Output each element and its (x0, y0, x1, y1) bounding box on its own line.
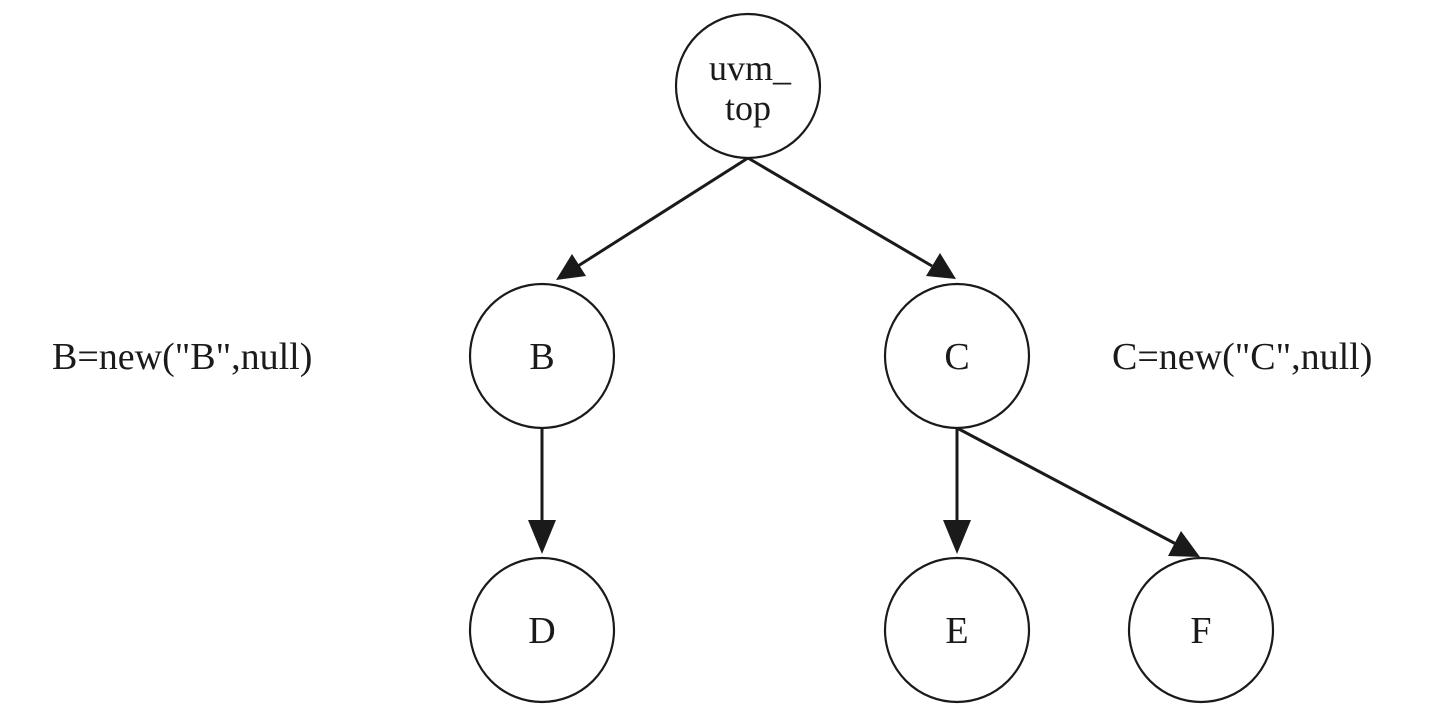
node-uvm-top: uvm_ top (674, 12, 822, 160)
edge-uvm-top-to-c (747, 156, 956, 279)
node-d-label: D (528, 610, 555, 652)
annotation-c-constructor: C=new("C",null) (1112, 336, 1372, 378)
node-uvm-top-label-line2: top (725, 88, 771, 128)
edge-c-to-e (943, 428, 971, 554)
edge-c-to-f (956, 426, 1200, 557)
node-uvm-top-label-line1: uvm_ (709, 48, 792, 88)
node-f-label: F (1190, 610, 1211, 652)
node-c-label: C (944, 336, 969, 378)
node-f: F (1127, 556, 1275, 704)
node-e-label: E (945, 610, 968, 652)
node-b: B (468, 282, 616, 430)
edge-uvm-top-to-b (556, 156, 749, 280)
node-e: E (883, 556, 1031, 704)
node-b-label: B (529, 336, 554, 378)
annotation-b-constructor: B=new("B",null) (52, 336, 312, 378)
edge-b-to-d (528, 428, 556, 554)
node-d: D (468, 556, 616, 704)
node-c: C (883, 282, 1031, 430)
